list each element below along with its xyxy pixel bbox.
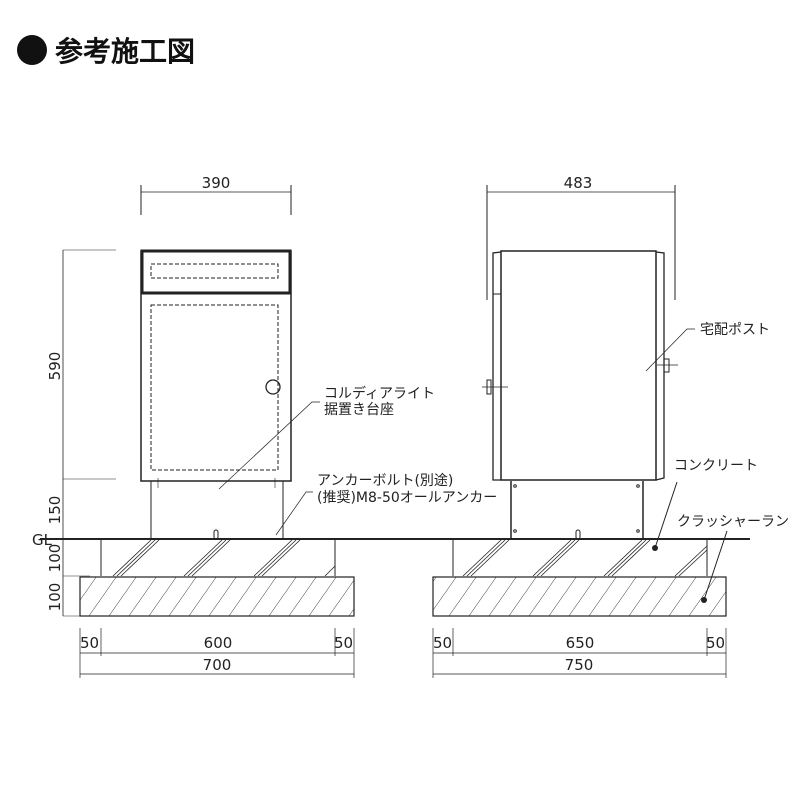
concrete-depth-dim: 100 bbox=[46, 544, 64, 573]
post-label: 宅配ポスト bbox=[700, 322, 770, 338]
side-post-body bbox=[500, 250, 657, 481]
side-view: 483 50 650 50 750 bbox=[432, 174, 728, 678]
concrete-marker-icon bbox=[652, 545, 658, 551]
front-width-dim: 390 bbox=[202, 174, 231, 192]
front-height-dim: 590 bbox=[46, 352, 64, 381]
side-total-dim: 750 bbox=[565, 656, 594, 674]
concrete-label: コンクリート bbox=[674, 458, 758, 474]
stand-label-line2: 据置き台座 bbox=[324, 402, 394, 418]
side-width-dim: 483 bbox=[564, 174, 593, 192]
side-bottom-dim-center: 650 bbox=[566, 634, 595, 652]
key-lock-icon bbox=[265, 379, 281, 395]
stand-label-line1: コルディアライト bbox=[324, 385, 435, 402]
anchor-label-line2: (推奨)M8-50オールアンカー bbox=[317, 490, 497, 506]
front-post-body bbox=[140, 250, 292, 482]
side-bottom-dim-left: 50 bbox=[433, 634, 452, 652]
stand-height-dim: 150 bbox=[46, 496, 64, 525]
crusher-marker-icon bbox=[701, 597, 707, 603]
crusher-label: クラッシャーラン bbox=[677, 514, 789, 530]
side-crusher-run bbox=[432, 576, 727, 617]
front-total-dim: 700 bbox=[203, 656, 232, 674]
front-crusher-run bbox=[79, 576, 355, 617]
crusher-depth-dim: 100 bbox=[46, 583, 64, 612]
anchor-label-line1: アンカーボルト(別途) bbox=[317, 472, 453, 489]
page-title: 参考施工図 bbox=[55, 35, 195, 68]
front-bottom-dim-right: 50 bbox=[334, 634, 353, 652]
front-bottom-dim-left: 50 bbox=[80, 634, 99, 652]
front-view: 390 590 150 100 100 bbox=[46, 174, 355, 678]
title-bullet-icon bbox=[17, 35, 47, 65]
gl-label: GL bbox=[32, 531, 53, 549]
side-bottom-dim-right: 50 bbox=[706, 634, 725, 652]
front-bottom-dim-center: 600 bbox=[204, 634, 233, 652]
